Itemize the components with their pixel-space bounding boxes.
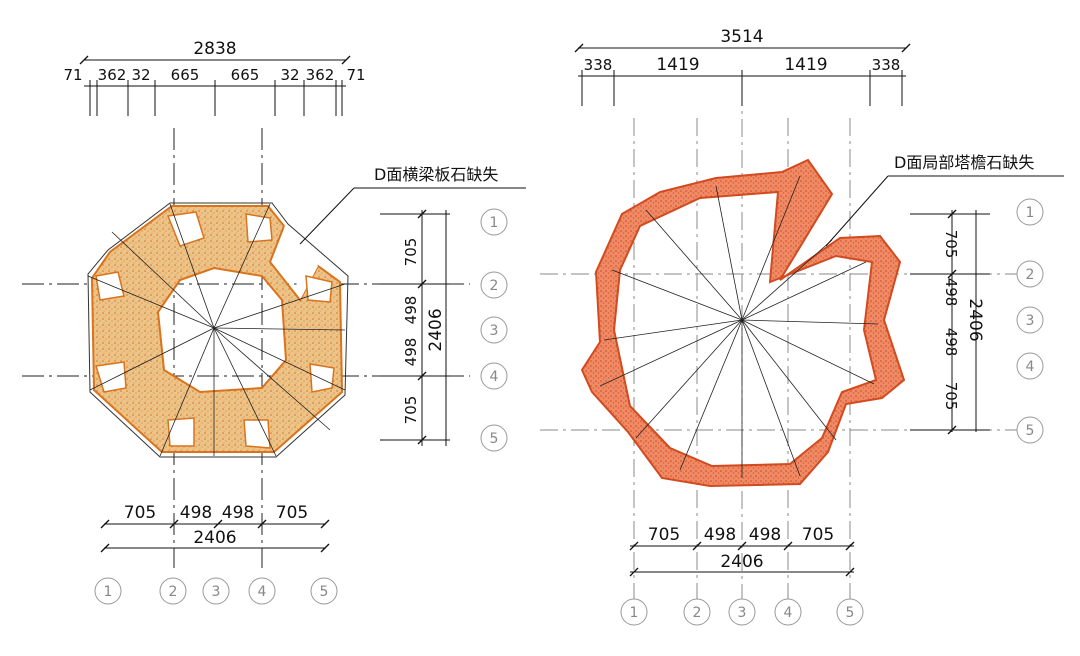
right-top-seg-2: 1419 [656,55,699,75]
left-top-seg-8: 71 [346,66,365,84]
left-axis-bubble-r2: 2 [490,278,499,294]
left-note-leader [299,187,355,245]
left-axis-bubble-b2: 2 [169,584,178,600]
right-right-dim-2: 498 [942,278,960,307]
right-bottom-dim-2: 498 [704,525,736,545]
right-axis-bubble-r3: 3 [1026,313,1035,329]
right-top-seg-3: 1419 [784,55,827,75]
left-axis-bubble-r3: 3 [490,323,499,339]
right-right-dim-3: 498 [942,328,960,357]
left-axis-bubble-r1: 1 [490,215,499,231]
right-bottom-dim-1: 705 [648,525,680,545]
right-axis-bubble-r2: 2 [1026,267,1035,283]
right-bottom-dim-4: 705 [802,525,834,545]
left-bottom-dim-1: 705 [124,503,156,523]
right-top-seg-1: 338 [584,56,613,74]
left-axis-bubble-r5: 5 [490,431,499,447]
left-right-dim-4: 705 [402,396,420,425]
left-axis-bubble-b1: 1 [104,584,113,600]
left-octagon-outline [87,202,349,458]
right-bottom-dimensions: 705 498 498 705 2406 [629,525,855,577]
right-axis-bubble-b3: 3 [738,605,747,621]
left-top-seg-2: 362 [98,66,127,84]
right-axis-bubble-b4: 4 [784,605,793,621]
left-top-seg-7: 362 [306,66,335,84]
right-bottom-axis-bubbles: 1 2 3 4 5 [620,598,864,626]
left-bottom-dim-2: 498 [180,503,212,523]
left-note-text: D面横梁板石缺失 [374,165,498,184]
right-right-total: 2406 [965,298,985,341]
right-note-text: D面局部塔檐石缺失 [894,153,1034,172]
right-bottom-dim-3: 498 [749,525,781,545]
right-axis-bubble-b2: 2 [693,605,702,621]
left-axis-bubble-b3: 3 [212,584,221,600]
left-top-seg-3: 32 [131,66,150,84]
right-radial-lines [599,175,879,478]
right-stone-ring [580,158,906,488]
left-axis-bubble-b5: 5 [320,584,329,600]
right-axis-bubble-b1: 1 [630,605,639,621]
left-axis-bubble-b4: 4 [258,584,267,600]
left-bottom-dim-4: 705 [276,503,308,523]
left-right-dim-1: 705 [402,238,420,267]
right-top-overall-label: 3514 [720,27,763,47]
right-right-dim-1: 705 [942,230,960,259]
right-axis-bubble-r5: 5 [1026,423,1035,439]
left-right-total: 2406 [426,308,446,351]
left-bottom-dim-3: 498 [222,503,254,523]
right-note-leader [825,175,889,247]
left-plan: 2838 71 362 32 665 665 32 362 71 [22,39,526,605]
right-top-dimensions: 3514 338 1419 1419 338 [574,27,911,106]
left-top-dimensions: 2838 71 362 32 665 665 32 362 71 [63,39,366,116]
left-right-dim-3: 498 [402,338,420,367]
left-right-dimensions: 705 498 498 705 2406 [380,209,450,446]
left-top-seg-5: 665 [231,66,260,84]
left-bottom-total: 2406 [193,528,236,548]
right-bottom-total: 2406 [720,552,763,572]
right-plan: 3514 338 1419 1419 338 D面局部塔檐石缺失 [540,27,1064,626]
right-right-dimensions: 705 498 498 705 2406 [910,209,990,435]
right-axis-bubble-b5: 5 [846,605,855,621]
right-axis-bubble-r4: 4 [1026,359,1035,375]
left-top-seg-6: 32 [280,66,299,84]
left-top-seg-4: 665 [171,66,200,84]
left-right-dim-2: 498 [402,296,420,325]
left-axis-bubble-r4: 4 [490,369,499,385]
right-right-axis-bubbles: 1 2 3 4 5 [1016,198,1044,444]
right-axis-bubble-r1: 1 [1026,205,1035,221]
left-radial-lines [87,203,346,457]
left-top-overall-label: 2838 [193,39,236,59]
right-right-dim-4: 705 [942,382,960,411]
left-bottom-axis-bubbles: 1 2 3 4 5 [94,577,338,605]
left-right-axis-bubbles: 1 2 3 4 5 [480,208,508,452]
right-top-seg-4: 338 [872,56,901,74]
left-stone-band [90,205,344,453]
left-top-seg-1: 71 [63,66,82,84]
left-bottom-dimensions: 705 498 498 705 2406 [100,503,330,553]
